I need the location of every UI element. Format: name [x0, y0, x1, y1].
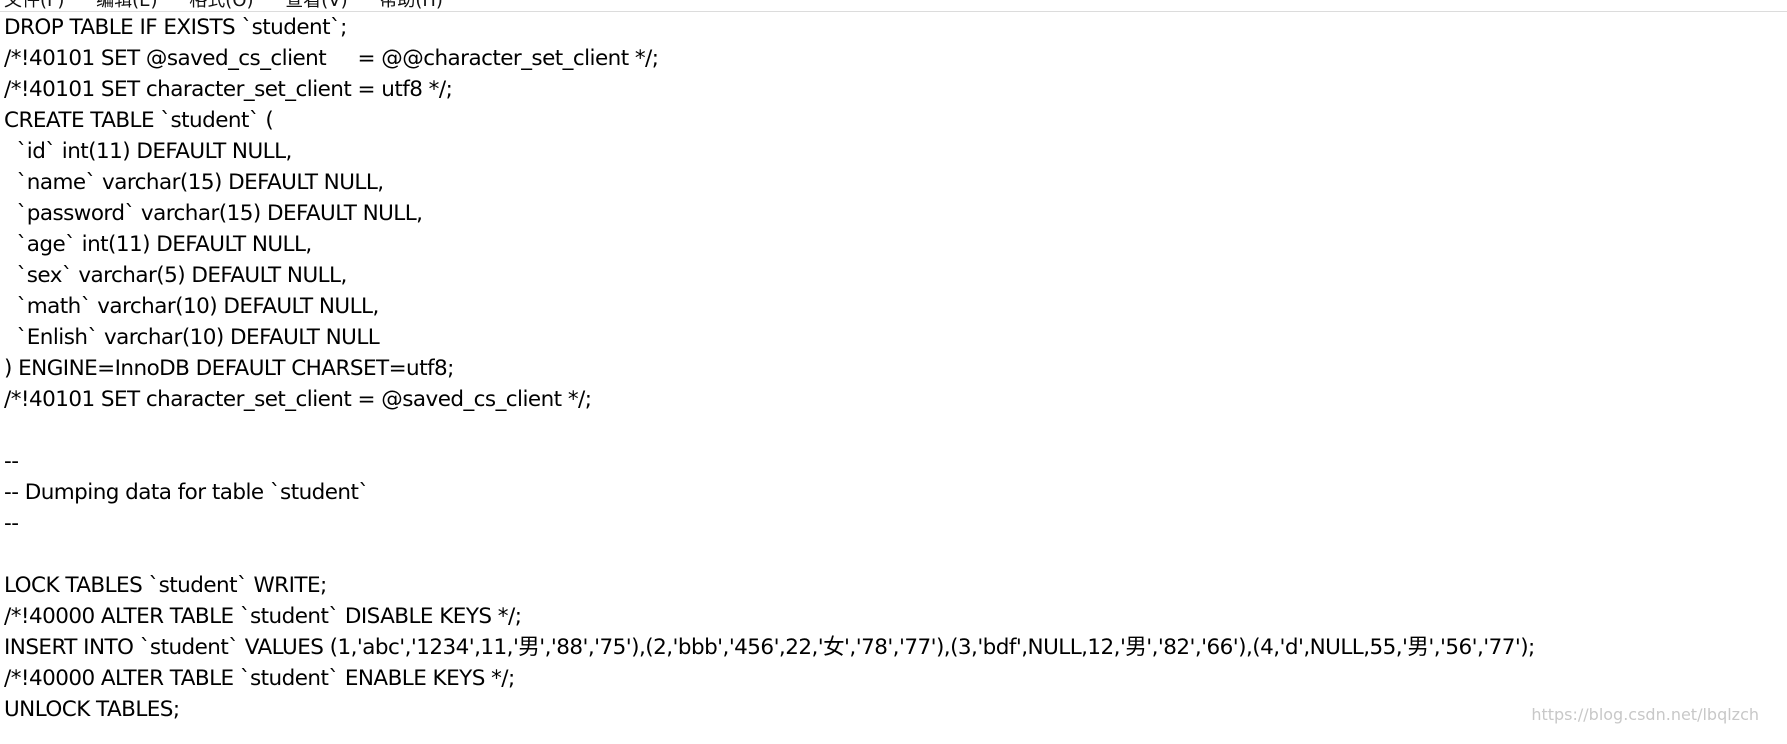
text-editor[interactable]: DROP TABLE IF EXISTS `student`; /*!40101… [4, 12, 1787, 744]
code-line: `math` varchar(10) DEFAULT NULL, [4, 294, 380, 319]
code-line: ) ENGINE=InnoDB DEFAULT CHARSET=utf8; [4, 356, 454, 381]
menu-format[interactable]: 格式(O) [189, 0, 254, 11]
code-line: `age` int(11) DEFAULT NULL, [4, 232, 313, 257]
code-line: /*!40101 SET character_set_client = @sav… [4, 387, 592, 412]
code-line: `password` varchar(15) DEFAULT NULL, [4, 201, 423, 226]
code-line: /*!40000 ALTER TABLE `student` ENABLE KE… [4, 666, 515, 691]
menu-edit[interactable]: 编辑(E) [96, 0, 158, 11]
code-line: /*!40101 SET @saved_cs_client = @@charac… [4, 46, 659, 71]
code-line: -- [4, 449, 19, 474]
code-line: -- Dumping data for table `student` [4, 480, 369, 505]
code-line: /*!40000 ALTER TABLE `student` DISABLE K… [4, 604, 522, 629]
code-line: DROP TABLE IF EXISTS `student`; [4, 15, 347, 40]
code-line: -- [4, 511, 19, 536]
menu-view[interactable]: 查看(V) [285, 0, 348, 11]
code-line: INSERT INTO `student` VALUES (1,'abc','1… [4, 635, 1535, 660]
code-line [4, 415, 1787, 446]
code-line: /*!40101 SET character_set_client = utf8… [4, 77, 453, 102]
code-line: LOCK TABLES `student` WRITE; [4, 573, 327, 598]
code-line: `id` int(11) DEFAULT NULL, [4, 139, 293, 164]
menu-file[interactable]: 文件(F) [4, 0, 65, 11]
code-line: `sex` varchar(5) DEFAULT NULL, [4, 263, 348, 288]
code-line [4, 539, 1787, 570]
code-line: `name` varchar(15) DEFAULT NULL, [4, 170, 385, 195]
code-line: `Enlish` varchar(10) DEFAULT NULL [4, 325, 380, 350]
menu-bar: 文件(F) 编辑(E) 格式(O) 查看(V) 帮助(H) [0, 0, 1787, 12]
code-line: UNLOCK TABLES; [4, 697, 180, 722]
menu-help[interactable]: 帮助(H) [379, 0, 443, 11]
watermark: https://blog.csdn.net/lbqlzch [1531, 705, 1759, 724]
code-line: CREATE TABLE `student` ( [4, 108, 274, 133]
